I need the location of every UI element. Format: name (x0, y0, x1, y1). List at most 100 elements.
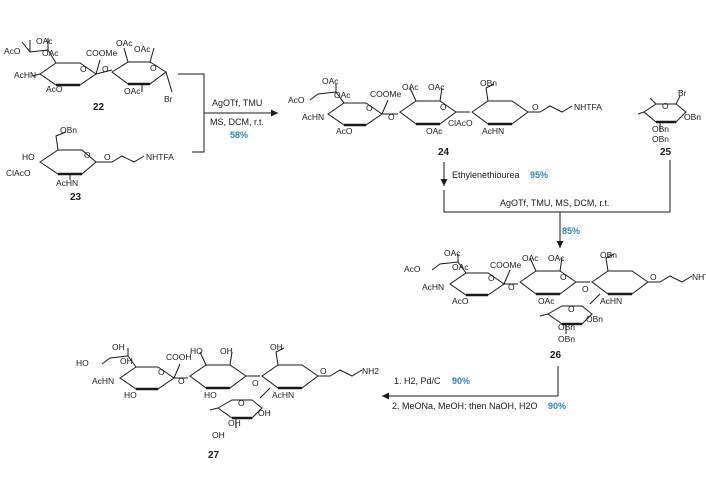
label-22-oac-1: OAc (36, 36, 53, 46)
label-27-fuc-oh-1: OH (258, 408, 271, 418)
label-26-ring-o-2: O (560, 272, 567, 282)
label-25-obn-3: OBn (652, 134, 669, 144)
step4-yield-2: 90% (548, 401, 566, 411)
label-23-obn: OBn (60, 125, 77, 135)
label-26-link-o-1: O (508, 282, 515, 292)
label-27-oh-glc: OH (270, 342, 283, 352)
compound-26: AcO OAc OAc COOMe OAc OAc OBn AcHN O O O… (404, 248, 706, 361)
label-24-ring-o-1: O (366, 103, 373, 113)
label-26-oac-4: OAc (548, 253, 565, 263)
label-26-o: O (650, 272, 657, 282)
label-26-ring-o-1: O (488, 273, 495, 283)
label-24-obn: OBn (480, 78, 497, 88)
label-26-oac-1: OAc (444, 248, 461, 258)
label-26-obn: OBn (600, 250, 617, 260)
label-26-oac-3: OAc (522, 253, 539, 263)
label-24-aco-bottom: AcO (336, 126, 353, 136)
label-25-br: Br (678, 88, 687, 98)
label-22-br: Br (164, 94, 173, 104)
label-26-fuc-obn-1: OBn (586, 314, 603, 324)
label-22-ring-o-1: O (80, 64, 87, 74)
label-27-oh-1: OH (112, 342, 125, 352)
label-26-oac-5: OAc (538, 296, 555, 306)
step-3: AgOTf, TMU, MS, DCM, r.t. 85% (443, 160, 671, 248)
step-2: Ethylenethiourea 95% (440, 162, 548, 186)
label-24-coome: COOMe (370, 89, 401, 99)
step-1: AgOTf, TMU MS, DCM, r.t. 58% (178, 73, 278, 153)
label-22-oac-3: OAc (116, 38, 133, 48)
label-22-link-o: O (102, 64, 109, 74)
label-23-ho: HO (22, 152, 35, 162)
merge-bracket-1 (178, 73, 205, 153)
compound-25: Br O OBn OBn OBn 25 (637, 88, 701, 158)
label-26-coome: COOMe (490, 260, 521, 270)
label-26-nhtfa: NHTFA (692, 272, 706, 282)
label-23-o: O (104, 152, 111, 162)
label-25-obn-1: OBn (684, 112, 701, 122)
label-26-fuc-obn-2: OBn (558, 322, 575, 332)
label-24-aco-top: AcO (288, 95, 305, 105)
label-27-cooh: COOH (166, 352, 192, 362)
label-24-oac-2: OAc (334, 90, 351, 100)
label-27-achn: AcHN (92, 376, 114, 386)
label-24-achn: AcHN (302, 112, 324, 122)
step4-conditions-1: 1. H2, Pd/C (394, 376, 441, 386)
label-24-oac-3: OAc (402, 82, 419, 92)
step4-yield-1: 90% (452, 376, 470, 386)
label-22-ring-o-2: O (150, 63, 157, 73)
label-27-oh-2: OH (120, 356, 133, 366)
label-25-ring-o: O (662, 101, 669, 111)
label-23-clacO: ClAcO (6, 168, 31, 178)
compound-number-25: 25 (660, 147, 672, 158)
step2-yield: 95% (530, 170, 548, 180)
label-26-aco-bottom: AcO (452, 296, 469, 306)
compound-number-26: 26 (550, 350, 562, 361)
step1-conditions-1: AgOTf, TMU (212, 98, 262, 108)
label-26-oac-2: OAc (452, 262, 469, 272)
label-24-link-o-1: O (388, 112, 395, 122)
label-24-o: O (532, 102, 539, 112)
label-23-nhtfa: NHTFA (146, 152, 174, 162)
step1-conditions-2: MS, DCM, r.t. (210, 117, 264, 127)
label-22-oac-2: OAc (42, 48, 59, 58)
label-22-achn: AcHN (14, 70, 36, 80)
label-25-obn-2: OBn (652, 124, 669, 134)
step4-conditions-2: 2. MeONa, MeOH; then NaOH, H2O (392, 401, 538, 411)
label-26-link-o-2: O (582, 284, 589, 294)
label-22-oac-4: OAc (134, 44, 151, 54)
label-26-achn-2: AcHN (600, 296, 622, 306)
structure-26-bonds (431, 253, 693, 334)
label-26-fuc-obn-3: OBn (558, 334, 575, 344)
label-27-fuc-ring-o: O (238, 398, 245, 408)
label-27-link-o-2: O (252, 378, 259, 388)
step3-yield: 85% (562, 226, 580, 236)
label-23-ring-o: O (84, 150, 91, 160)
step-4: 1. H2, Pd/C 90% 2. MeONa, MeOH; then NaO… (382, 366, 566, 411)
structure-23-bonds (39, 131, 145, 180)
label-27-fuc-oh-3: OH (212, 430, 225, 440)
merge-bracket-2 (443, 160, 671, 213)
label-27-achn-2: AcHN (272, 390, 294, 400)
label-22-aco-top: AcO (4, 46, 21, 56)
step3-conditions: AgOTf, TMU, MS, DCM, r.t. (500, 198, 609, 208)
compound-number-23: 23 (70, 192, 82, 203)
label-27-nh2: NH2 (362, 366, 379, 376)
label-27-ho-gal: HO (190, 346, 203, 356)
label-24-oac-1: OAc (322, 76, 339, 86)
label-26-fuc-ring-o: O (568, 304, 575, 314)
compound-23: OBn HO ClAcO O AcHN O NHTFA 23 (6, 125, 174, 203)
label-22-oac-5: OAc (124, 86, 141, 96)
label-22-coome: COOMe (86, 48, 117, 58)
label-24-oac-5: OAc (426, 126, 443, 136)
compound-number-22: 22 (93, 102, 105, 113)
label-22-aco-bottom: AcO (46, 84, 63, 94)
structure-27-bonds (101, 347, 363, 428)
label-24-nhtfa: NHTFA (574, 102, 602, 112)
structure-25-bonds (637, 95, 687, 132)
structure-24-bonds (309, 83, 573, 127)
label-24-oac-4: OAc (428, 82, 445, 92)
compound-number-27: 27 (208, 450, 220, 461)
label-24-ring-o-2: O (440, 102, 447, 112)
compound-number-24: 24 (438, 147, 450, 158)
step1-yield: 58% (230, 130, 248, 140)
